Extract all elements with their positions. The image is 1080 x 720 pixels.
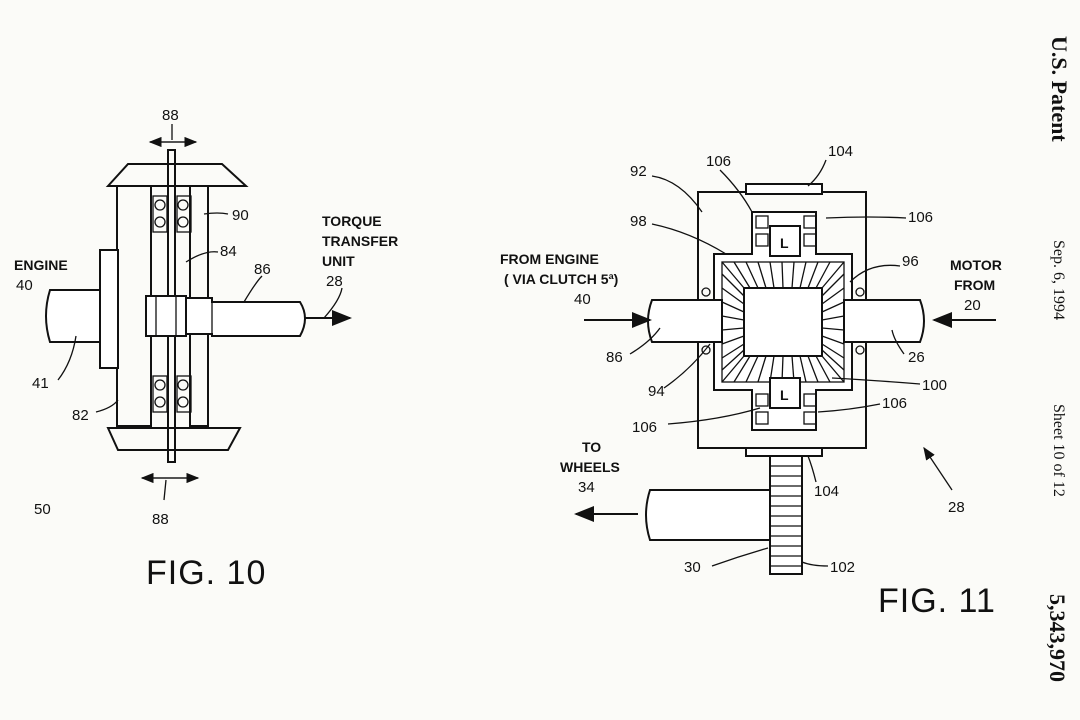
fig11-label-motor-2: FROM <box>954 277 995 293</box>
fig11-gear-center <box>743 287 823 357</box>
fig10-title: FIG. 10 <box>146 554 266 592</box>
sidebar-sheet: Sheet 10 of 12 <box>1050 404 1067 497</box>
fig10-top-flange <box>105 163 249 187</box>
fig10-diagram: 88 90 84 86 TORQUE TRANSFER UNIT 28 ENGI… <box>14 107 398 592</box>
fig11-label-L-bottom: L <box>780 387 789 403</box>
fig11-label-30: 30 <box>684 559 701 576</box>
fig11-bottom-pinion <box>769 377 801 409</box>
fig10-label-40: 40 <box>16 277 33 294</box>
fig11-output-shaft <box>645 489 771 541</box>
fig11-diagram: L L <box>500 143 1002 620</box>
fig11-label-86: 86 <box>606 349 623 366</box>
sidebar-patent-number: 5,343,970 <box>1045 594 1070 682</box>
fig11-bottom-pad <box>745 447 823 457</box>
fig11-motor-shaft <box>843 299 925 343</box>
fig11-label-motor-1: MOTOR <box>950 257 1002 273</box>
fig11-label-28: 28 <box>948 499 965 516</box>
fig11-leader-lines <box>629 159 921 567</box>
fig10-label-88-bottom: 88 <box>152 511 169 528</box>
fig10-bottom-flange <box>106 427 242 451</box>
fig11-label-to-wheels-2: WHEELS <box>560 459 620 475</box>
fig10-engine-shaft <box>45 289 101 343</box>
fig11-label-106-right: 106 <box>908 209 933 226</box>
fig10-label-88-top: 88 <box>162 107 179 124</box>
fig10-label-86: 86 <box>254 261 271 278</box>
fig10-output-shaft <box>185 297 306 337</box>
fig11-label-106-top: 106 <box>706 153 731 170</box>
fig10-hub <box>145 295 187 337</box>
patent-sidebar: U.S. Patent Sep. 6, 1994 Sheet 10 of 12 … <box>1045 36 1072 682</box>
fig11-label-26: 26 <box>908 349 925 366</box>
fig10-label-90: 90 <box>232 207 249 224</box>
fig10-label-torque-2: TRANSFER <box>322 233 398 249</box>
fig10-label-82: 82 <box>72 407 89 424</box>
fig10-label-torque-1: TORQUE <box>322 213 382 229</box>
fig11-label-104-bottom: 104 <box>814 483 839 500</box>
fig11-label-92: 92 <box>630 163 647 180</box>
fig11-label-102: 102 <box>830 559 855 576</box>
fig11-label-98: 98 <box>630 213 647 230</box>
fig11-title: FIG. 11 <box>878 582 996 620</box>
sidebar-patent-label: U.S. Patent <box>1047 36 1072 142</box>
fig11-top-pad <box>745 183 823 195</box>
fig10-label-84: 84 <box>220 243 237 260</box>
fig11-label-to-wheels-1: TO <box>582 439 601 455</box>
fig11-label-106-bottom-right: 106 <box>882 395 907 412</box>
fig10-label-engine: ENGINE <box>14 257 68 273</box>
fig11-label-104-top: 104 <box>828 143 853 160</box>
fig11-top-pinion <box>769 225 801 257</box>
fig10-label-41: 41 <box>32 375 49 392</box>
fig11-gear-teeth <box>721 261 845 383</box>
fig11-label-from-engine-2: ( VIA CLUTCH 5ª) <box>504 271 618 287</box>
fig10-bearings <box>152 195 192 413</box>
fig11-label-96: 96 <box>902 253 919 270</box>
sidebar-date: Sep. 6, 1994 <box>1050 240 1067 320</box>
fig11-label-to-wheels-3: 34 <box>578 479 595 496</box>
fig11-bearings <box>701 215 865 425</box>
fig11-label-from-engine-1: FROM ENGINE <box>500 251 599 267</box>
fig10-label-50: 50 <box>34 501 51 518</box>
fig11-label-100: 100 <box>922 377 947 394</box>
fig11-label-L-top: L <box>780 235 789 251</box>
fig11-label-motor-3: 20 <box>964 297 981 314</box>
fig11-input-shaft <box>647 299 723 343</box>
fig10-engine-flange <box>99 249 119 369</box>
fig11-label-106-left: 106 <box>632 419 657 436</box>
fig10-label-torque-3: UNIT <box>322 253 355 269</box>
fig11-label-94: 94 <box>648 383 665 400</box>
fig10-label-28: 28 <box>326 273 343 290</box>
fig11-spur-gear-teeth <box>770 465 802 567</box>
fig11-label-40: 40 <box>574 291 591 308</box>
